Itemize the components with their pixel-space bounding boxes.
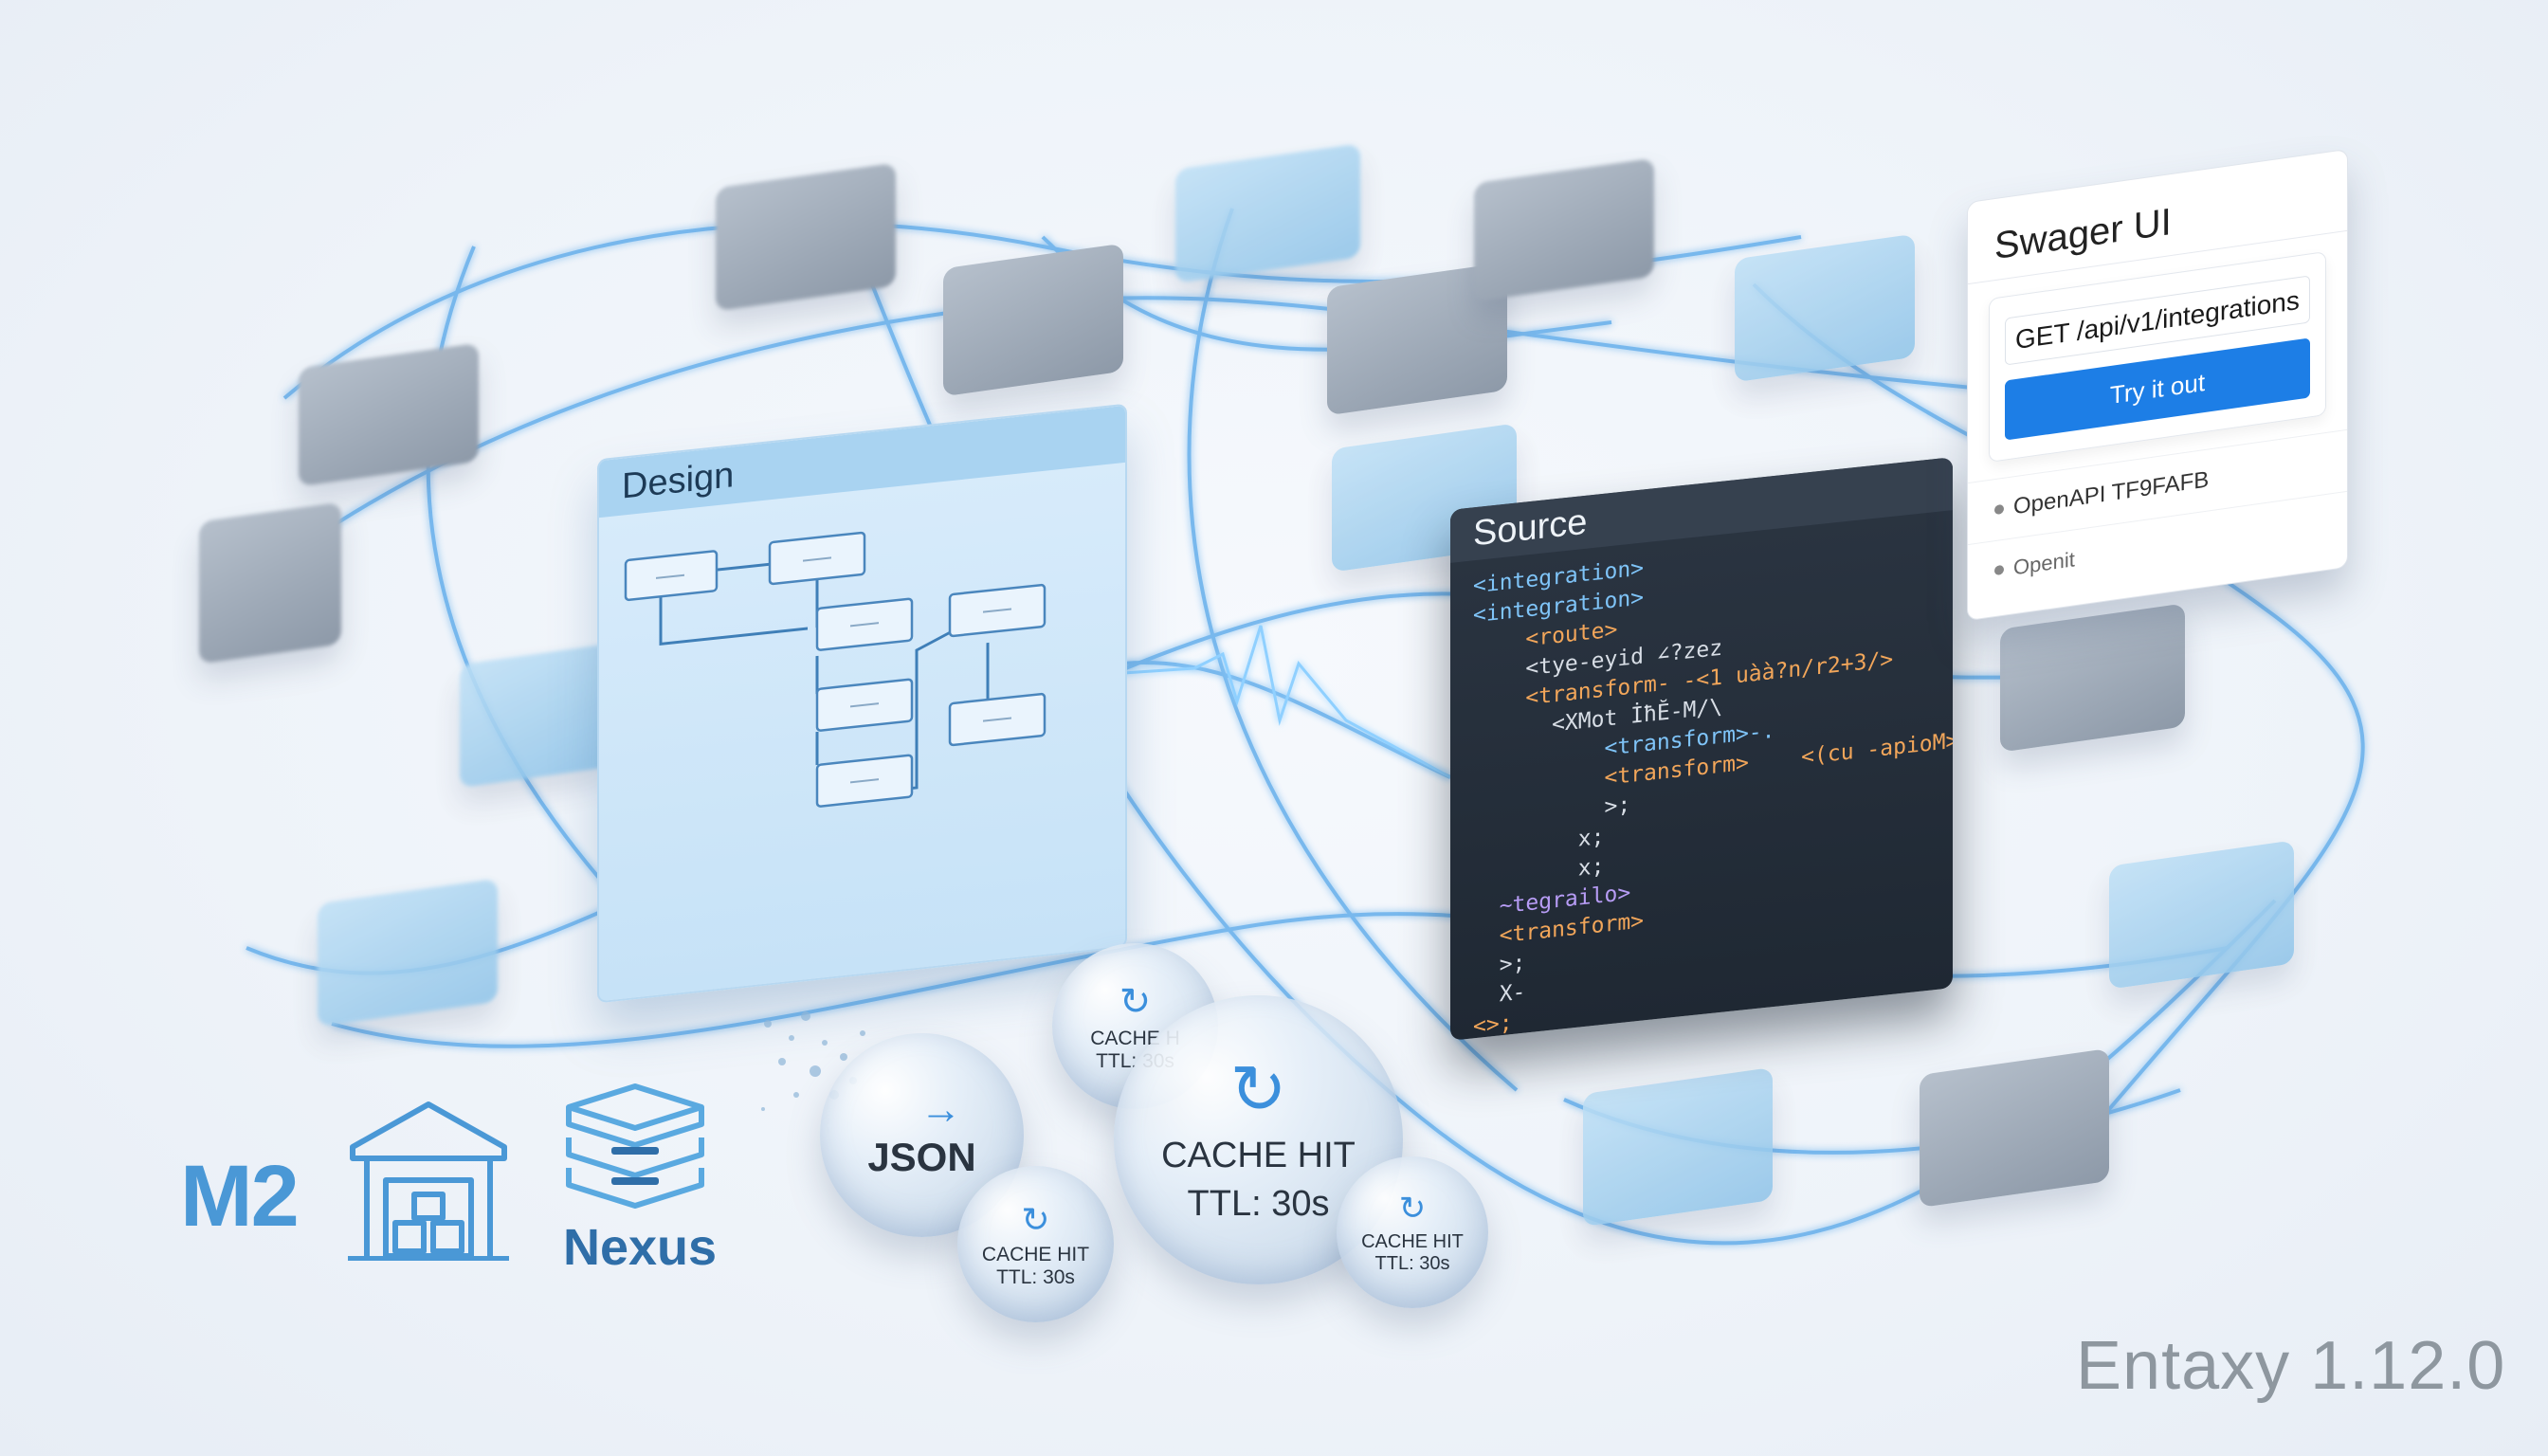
- bubble-cache-hit-small-left: ↻ CACHE HIT TTL: 30s: [957, 1166, 1114, 1322]
- bg-block: [1735, 233, 1915, 383]
- swagger-item-label: Openit: [2013, 547, 2075, 580]
- bubble-json-label: JSON: [867, 1134, 976, 1179]
- nexus-logo-text: Nexus: [563, 1219, 718, 1276]
- bg-block: [199, 501, 341, 664]
- bubble-label: CACHE HIT: [981, 1243, 1090, 1265]
- swagger-endpoint-card[interactable]: GET /api/v1/integrations Try it out: [1989, 250, 2326, 464]
- bubble-ttl: TTL: 30s: [1374, 1253, 1450, 1274]
- flow-node: [768, 531, 866, 586]
- source-panel[interactable]: Source <integration> <integration> <rout…: [1450, 457, 1953, 1041]
- arrow-right-icon: →: [919, 1085, 962, 1133]
- bg-block: [318, 878, 498, 1028]
- bg-block: [943, 243, 1123, 397]
- bg-block: [2000, 603, 2185, 753]
- source-code: <integration> <integration> <route> <tye…: [1450, 510, 1953, 1041]
- flow-node: [624, 550, 719, 602]
- bg-block: [716, 162, 896, 312]
- m2-logo-text: M2: [180, 1148, 300, 1245]
- sync-icon: ↻: [1021, 1199, 1050, 1239]
- bg-block: [460, 643, 611, 789]
- location-pin-icon: [1994, 564, 2004, 576]
- bg-block: [2109, 840, 2294, 990]
- database-stack-icon: [566, 1083, 704, 1209]
- bubble-label: CACHE HIT: [1161, 1135, 1356, 1175]
- sync-icon: ↻: [1229, 1051, 1287, 1128]
- sync-icon: ↻: [1119, 980, 1152, 1023]
- bg-block: [1583, 1066, 1773, 1228]
- bg-block: [1474, 157, 1654, 302]
- design-panel[interactable]: Design: [597, 403, 1127, 1004]
- bg-block: [299, 342, 479, 487]
- swagger-panel[interactable]: Swager UI GET /api/v1/integrations Try i…: [1967, 148, 2348, 622]
- bubble-ttl: TTL: 30s: [996, 1265, 1075, 1288]
- bubble-cache-hit-small-right: ↻ CACHE HIT TTL: 30s: [1337, 1156, 1488, 1308]
- sync-icon: ↻: [1398, 1191, 1427, 1227]
- warehouse-icon: [348, 1101, 509, 1261]
- location-pin-icon: [1994, 503, 2004, 516]
- source-panel-title: Source: [1473, 501, 1588, 554]
- flow-diagram: [624, 531, 1046, 808]
- swagger-item-label: OpenAPI TF9FAFB: [2013, 466, 2210, 520]
- design-panel-title: Design: [622, 454, 735, 507]
- bubble-ttl: TTL: 30s: [1187, 1183, 1330, 1224]
- bubble-label: CACHE HIT: [1361, 1231, 1464, 1252]
- version-label: Entaxy 1.12.0: [2076, 1328, 2506, 1404]
- bg-block: [1920, 1047, 2109, 1209]
